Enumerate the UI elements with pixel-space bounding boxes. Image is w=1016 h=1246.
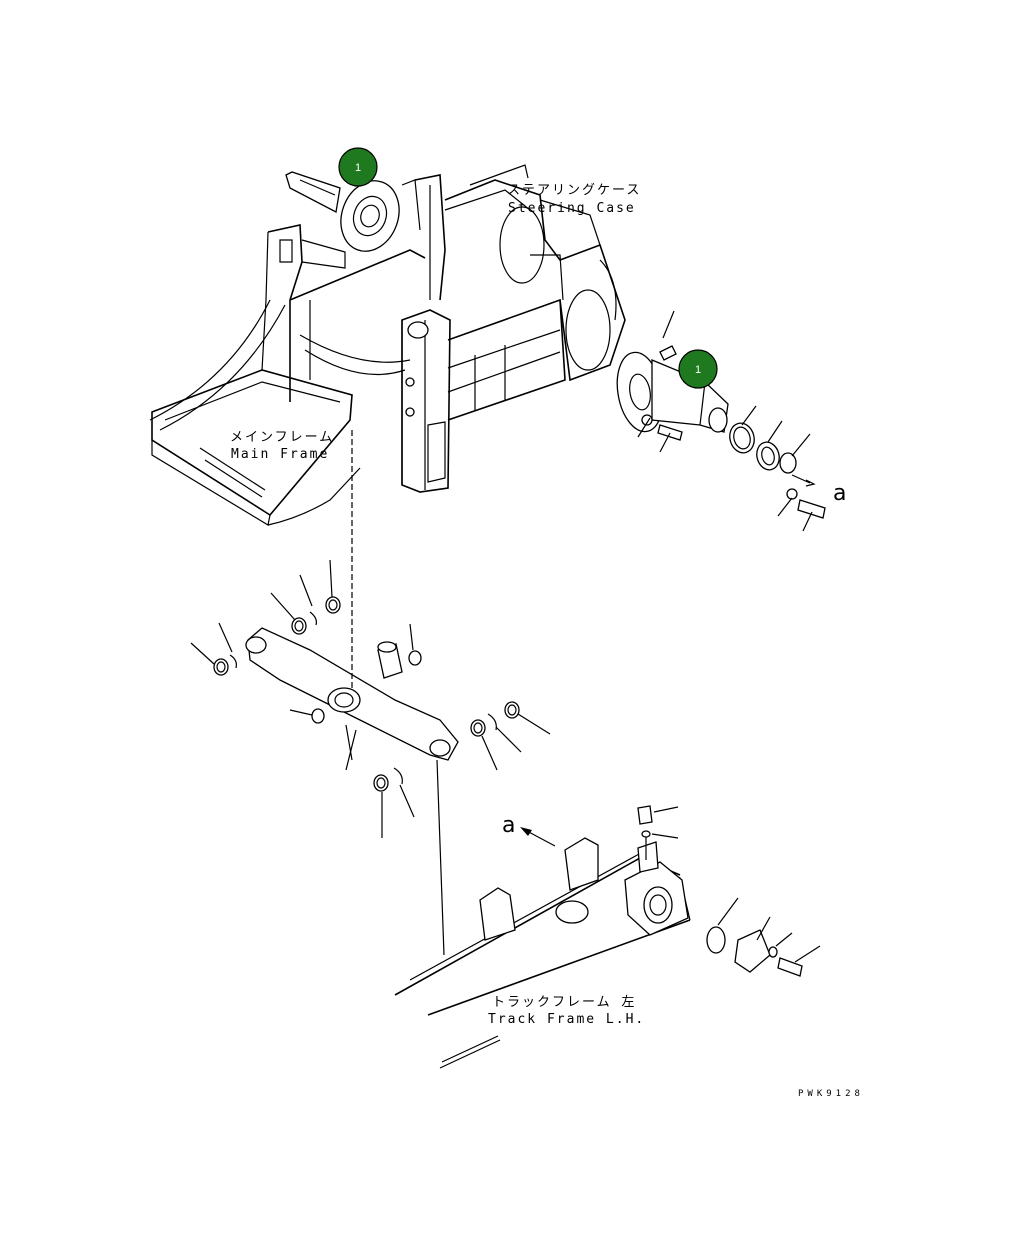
callout-badge-1-right[interactable]: 1 [678,349,718,389]
pivot-shaft-left [285,171,400,252]
callout-badge-text: 1 [695,364,701,376]
view-arrow-label-a-top: a [833,481,846,506]
equalizer-bar [190,430,551,956]
label-steering-case-en: Steering Case [508,201,636,216]
diagram-labels: ステアリングケース Steering Case メインフレーム Main Fra… [230,183,864,1099]
label-steering-case-jp: ステアリングケース [507,183,641,198]
drawing-code: PWK9128 [798,1089,864,1099]
pivot-shaft-right [616,310,826,532]
label-track-frame-en: Track Frame L.H. [488,1012,645,1027]
label-main-frame-jp: メインフレーム [230,430,334,445]
label-main-frame-en: Main Frame [231,447,329,462]
steering-case [444,164,626,382]
label-track-frame-jp: トラックフレーム 左 [492,995,636,1010]
callout-badge-circle[interactable] [678,349,718,389]
callout-badge-circle[interactable] [338,147,378,187]
callout-badge-1-left[interactable]: 1 [338,147,378,187]
callout-badge-text: 1 [355,162,361,174]
view-arrow-label-a-bottom: a [502,813,515,838]
track-frame [394,805,821,1069]
main-frame [149,174,566,526]
